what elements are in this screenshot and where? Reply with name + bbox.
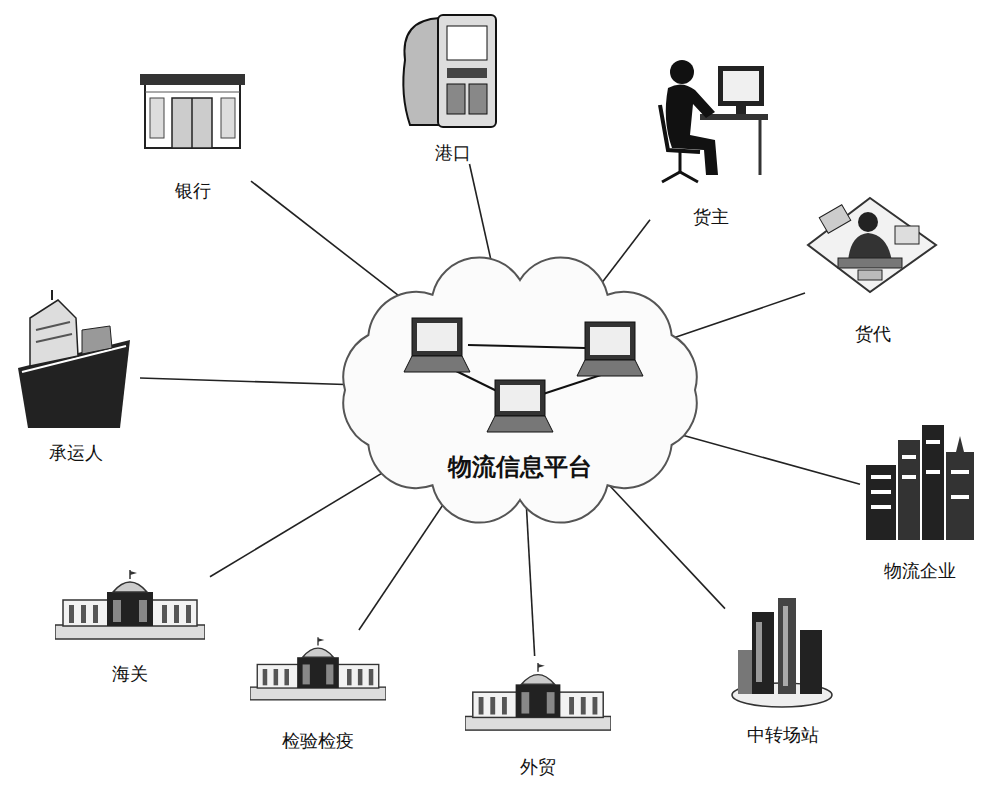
participant-node: 银行	[135, 70, 251, 202]
connector-line	[596, 220, 650, 291]
node-label: 外贸	[518, 756, 558, 778]
node-label: 货主	[691, 206, 731, 228]
participant-node: 中转场站	[725, 594, 840, 746]
forwarder-icon	[808, 198, 936, 292]
connector-line	[674, 293, 805, 338]
node-label: 港口	[433, 142, 473, 164]
node-label: 物流企业	[882, 560, 958, 582]
participant-node: 海关	[50, 565, 210, 685]
participant-node: 物流企业	[860, 420, 980, 582]
ship-icon	[18, 290, 130, 428]
node-label: 检验检疫	[280, 730, 356, 752]
connector-line	[251, 181, 410, 304]
laptop-icon	[404, 318, 470, 372]
cargo-owner-icon	[660, 60, 768, 182]
bank-icon	[140, 74, 245, 148]
trade-icon	[465, 663, 611, 730]
laptop-icon	[577, 322, 643, 376]
skyline-icon	[866, 425, 974, 540]
participant-node: 承运人	[12, 288, 140, 464]
inspection-icon	[250, 637, 386, 700]
node-label: 承运人	[47, 442, 105, 464]
participant-node: 港口	[395, 12, 510, 164]
platform-node: 物流信息平台	[345, 280, 695, 500]
connector-line	[526, 500, 535, 656]
connector-line	[609, 485, 725, 609]
node-label: 海关	[110, 663, 150, 685]
participant-node: 货代	[805, 195, 941, 345]
port-icon	[403, 15, 496, 127]
platform-cloud	[343, 257, 696, 522]
station-icon	[732, 598, 832, 707]
customs-icon	[55, 570, 205, 639]
node-label: 中转场站	[745, 724, 821, 746]
laptop-icon	[487, 380, 553, 432]
platform-title: 物流信息平台	[446, 453, 594, 482]
connector-line	[210, 466, 394, 577]
node-label: 货代	[853, 323, 893, 345]
node-label: 银行	[173, 180, 213, 202]
connector-line	[680, 434, 860, 484]
connector-line	[359, 491, 452, 630]
participant-node: 检验检疫	[245, 630, 391, 752]
connector-line	[140, 378, 345, 384]
participant-node: 外贸	[460, 656, 616, 778]
participant-node: 货主	[650, 52, 772, 228]
